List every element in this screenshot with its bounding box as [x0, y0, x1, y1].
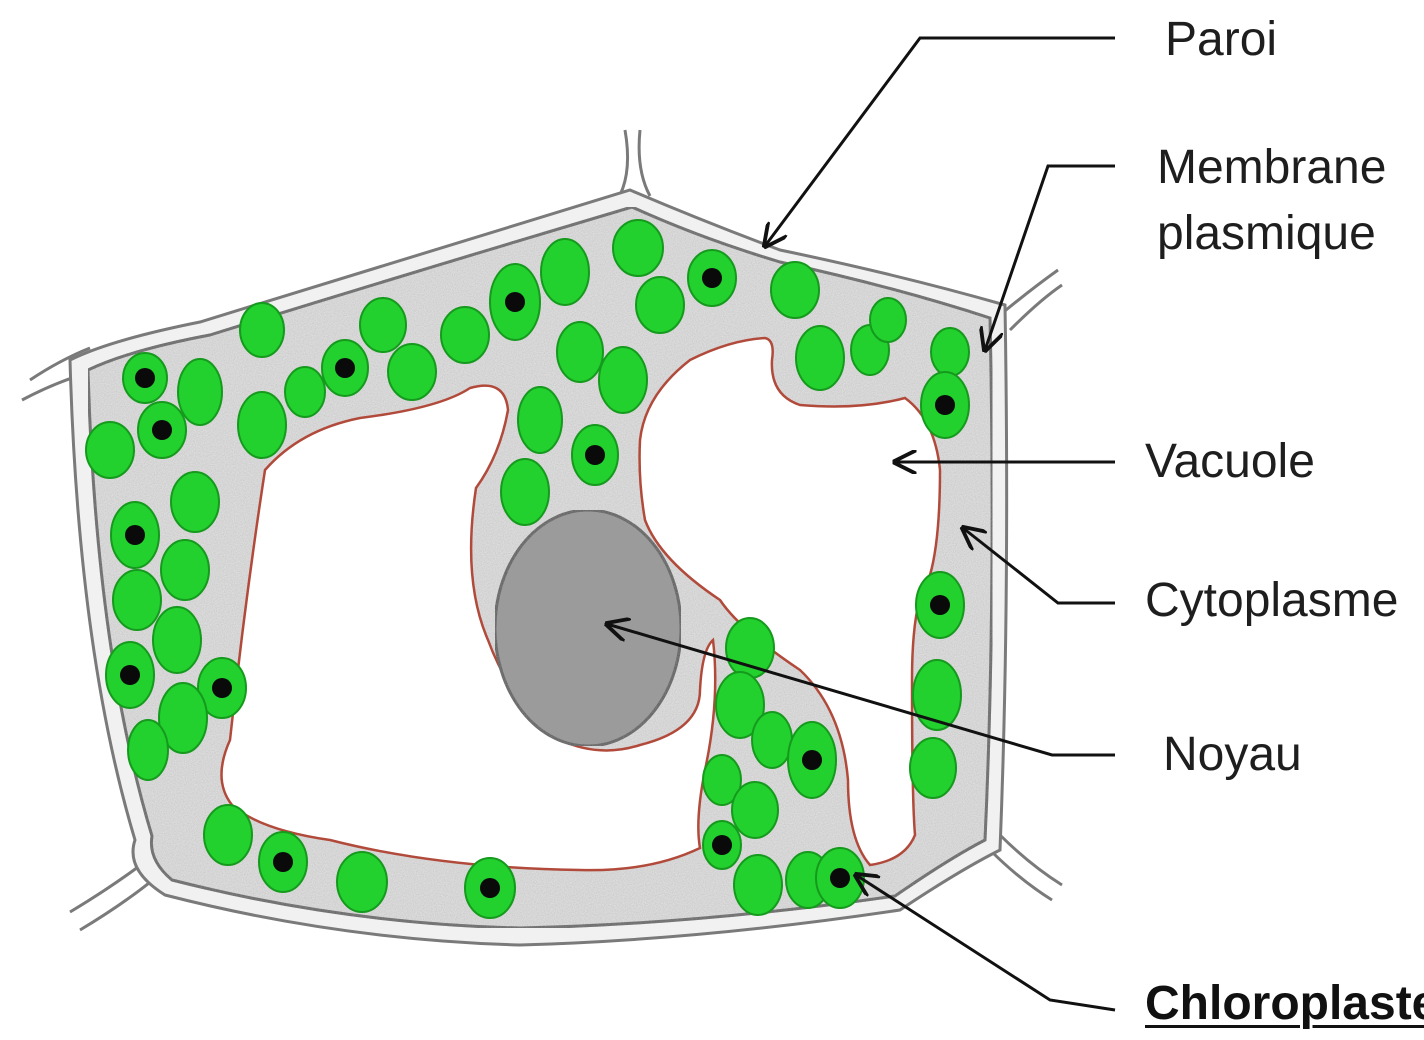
- chloroplast: [518, 387, 562, 453]
- starch-grain: [335, 358, 355, 378]
- starch-grain: [273, 852, 293, 872]
- starch-grain: [930, 595, 950, 615]
- chloroplast: [732, 782, 778, 838]
- chloroplast: [541, 239, 589, 305]
- chloroplast: [913, 660, 961, 730]
- chloroplast: [153, 607, 201, 673]
- chloroplast: [238, 392, 286, 458]
- chloroplast: [931, 328, 969, 376]
- chloroplast: [910, 738, 956, 798]
- chloroplast: [796, 326, 844, 390]
- starch-grain: [585, 445, 605, 465]
- chloroplast: [388, 344, 436, 400]
- nucleus: [495, 510, 681, 746]
- starch-grain: [935, 395, 955, 415]
- label-cytoplasme: Cytoplasme: [1145, 573, 1398, 628]
- arrow-icon: [765, 38, 1115, 246]
- chloroplast: [285, 367, 325, 417]
- starch-grain: [152, 420, 172, 440]
- chloroplast: [178, 359, 222, 425]
- chloroplast: [204, 805, 252, 865]
- chloroplast: [557, 322, 603, 382]
- chloroplast: [161, 540, 209, 600]
- chloroplast: [734, 855, 782, 915]
- chloroplast: [752, 712, 792, 768]
- starch-grain: [830, 868, 850, 888]
- starch-grain: [120, 665, 140, 685]
- label-noyau: Noyau: [1163, 727, 1302, 782]
- label-vacuole: Vacuole: [1145, 434, 1315, 489]
- chloroplast: [613, 220, 663, 276]
- label-membrane: Membrane: [1157, 140, 1386, 195]
- starch-grain: [135, 368, 155, 388]
- chloroplast: [337, 852, 387, 912]
- chloroplast: [441, 307, 489, 363]
- starch-grain: [480, 878, 500, 898]
- chloroplast: [501, 459, 549, 525]
- label-paroi: Paroi: [1165, 12, 1277, 67]
- starch-grain: [712, 835, 732, 855]
- chloroplast: [113, 570, 161, 630]
- chloroplast: [240, 303, 284, 357]
- chloroplast: [360, 298, 406, 352]
- starch-grain: [802, 750, 822, 770]
- label-plasmique: plasmique: [1157, 206, 1376, 261]
- chloroplast: [86, 422, 134, 478]
- label-chloroplaste: Chloroplaste: [1145, 976, 1424, 1031]
- chloroplast: [599, 347, 647, 413]
- chloroplast: [171, 472, 219, 532]
- starch-grain: [702, 268, 722, 288]
- chloroplast: [726, 618, 774, 678]
- chloroplast: [636, 277, 684, 333]
- starch-grain: [212, 678, 232, 698]
- starch-grain: [505, 292, 525, 312]
- chloroplast: [128, 720, 168, 780]
- chloroplast: [771, 262, 819, 318]
- starch-grain: [125, 525, 145, 545]
- chloroplast: [870, 298, 906, 342]
